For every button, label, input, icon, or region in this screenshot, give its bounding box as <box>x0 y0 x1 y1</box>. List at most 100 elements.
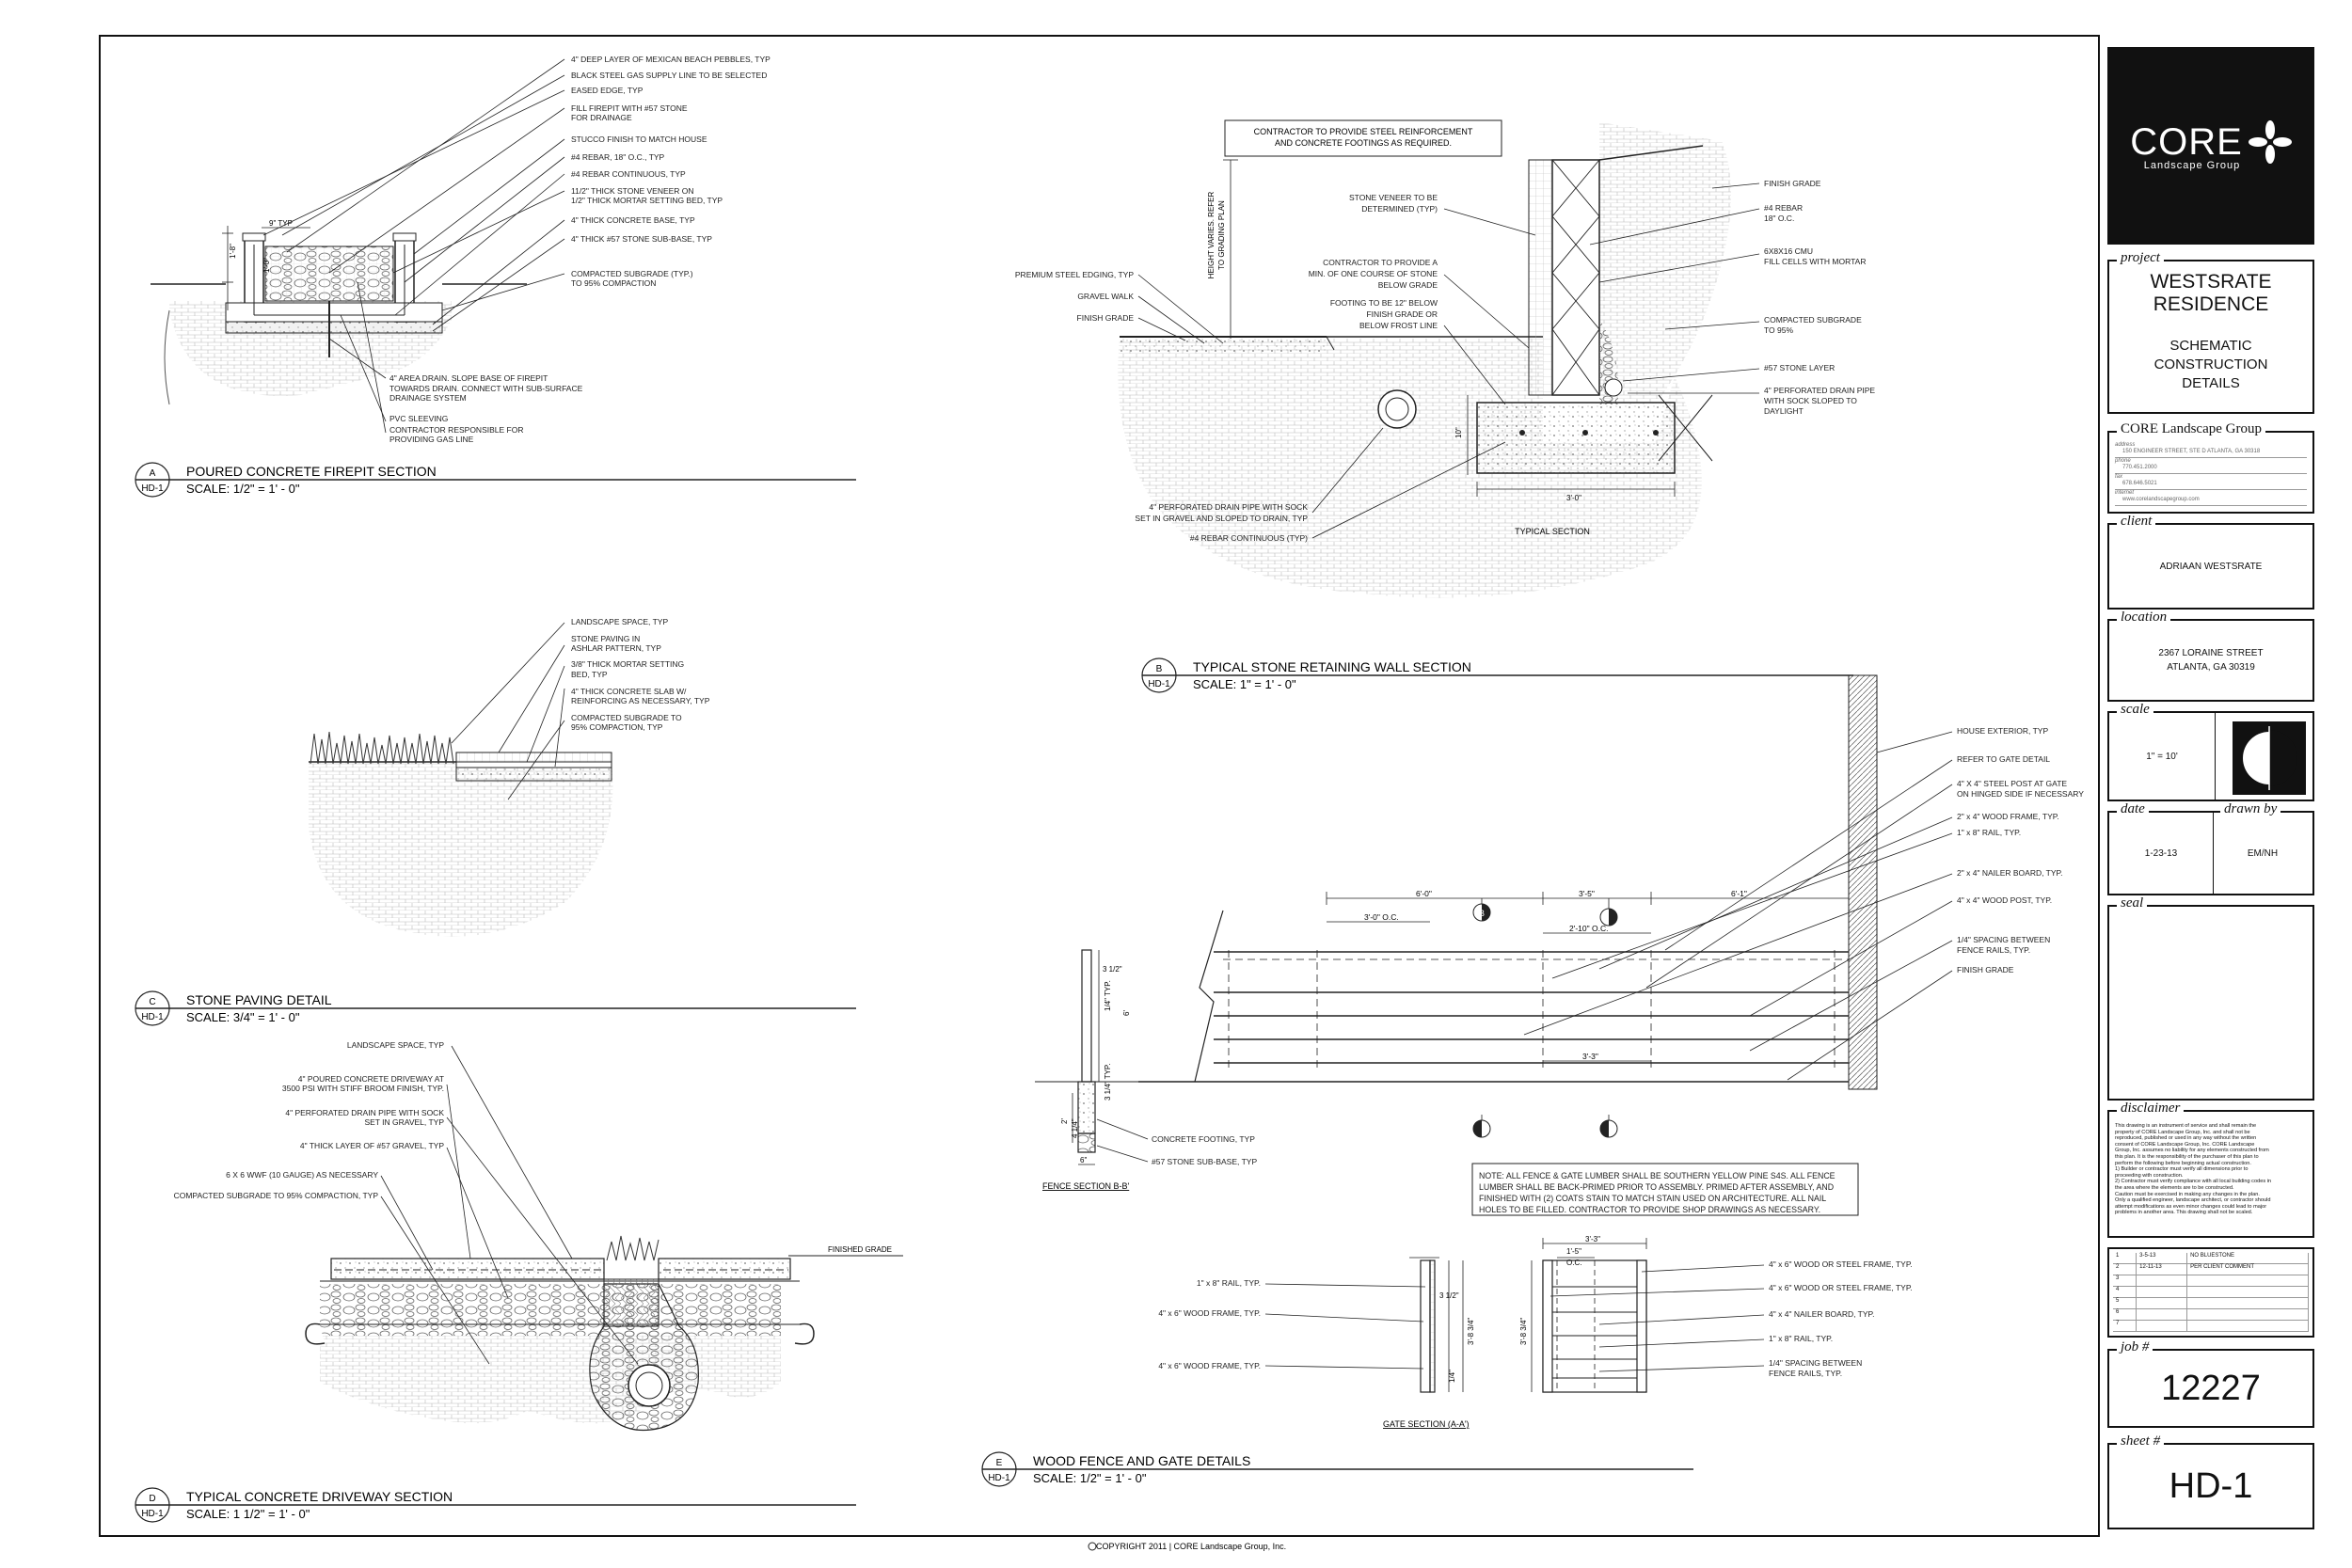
disclaimer-line: this plan. It is the responsibility of t… <box>2115 1153 2259 1160</box>
revision-date <box>2137 1275 2188 1286</box>
disclaimer-line: problems in another area. This drawing s… <box>2115 1210 2253 1216</box>
wall-mid-note: BELOW FROST LINE <box>1359 321 1438 330</box>
fence-sec-dim-2: 1/4" TYP. <box>1104 980 1112 1011</box>
gate-right-note: 4" x 6" WOOD OR STEEL FRAME, TYP. <box>1769 1259 1913 1269</box>
logo-sub: Landscape Group <box>2143 160 2241 171</box>
location-label: location <box>2117 610 2171 626</box>
firepit-dim-h2: 1'-0" <box>262 258 271 273</box>
detail-title: TYPICAL STONE RETAINING WALL SECTION <box>1193 659 1471 674</box>
paving-note: 4" THICK CONCRETE SLAB W/ <box>571 687 687 696</box>
revision-n: 2 <box>2113 1264 2137 1275</box>
fence-right-note: 1" x 8" RAIL, TYP. <box>1957 828 2021 837</box>
wall-left-note: GRAVEL WALK <box>1077 292 1134 301</box>
wall-right-note: FINISH GRADE <box>1764 179 1821 188</box>
firm-row-value: 770.451.2000 <box>2122 465 2157 470</box>
wall-right-note: WITH SOCK SLOPED TO <box>1764 396 1857 405</box>
driveway-note: 4" PERFORATED DRAIN PIPE WITH SOCK <box>285 1108 444 1117</box>
detail-scale: SCALE: 1/2" = 1' - 0" <box>186 482 300 496</box>
fence-footing-note: CONCRETE FOOTING, TYP <box>1152 1134 1255 1144</box>
sheet-label: sheet # <box>2117 1433 2165 1449</box>
seal-label: seal <box>2117 895 2148 911</box>
drawing-title-3: DETAILS <box>2182 375 2240 391</box>
revision-date <box>2137 1309 2188 1320</box>
copyright: COPYRIGHT 2011 | CORE Landscape Group, I… <box>1096 1542 1286 1551</box>
detail-d-driveway: FINISHED GRADE LANDSCAPE SPACE, TYP 4" PO… <box>174 1040 903 1432</box>
scale-panel: scale 1" = 10' <box>2107 702 2314 801</box>
scale-value: 1" = 10' <box>2146 751 2178 762</box>
paving-note: LANDSCAPE SPACE, TYP <box>571 617 668 626</box>
location-1: 2367 LORAINE STREET <box>2158 648 2264 658</box>
gate-right-note: 1/4" SPACING BETWEEN <box>1769 1358 1862 1368</box>
disclaimer-line: attempt modifications as even minor chan… <box>2115 1203 2267 1210</box>
wall-right-note: COMPACTED SUBGRADE <box>1764 315 1862 325</box>
firepit-note: COMPACTED SUBGRADE (TYP.) <box>571 269 693 278</box>
driveway-note: SET IN GRAVEL, TYP <box>364 1117 444 1127</box>
revision-desc: NO BLUESTONE <box>2187 1253 2309 1263</box>
job-number: 12227 <box>2161 1368 2261 1408</box>
revision-row: 6 <box>2113 1309 2309 1321</box>
firepit-dim-h1: 1'-8" <box>229 244 237 259</box>
wall-mid-note: MIN. OF ONE COURSE OF STONE <box>1309 269 1438 278</box>
firm-row-key: fax <box>2115 474 2123 480</box>
fence-general-note: FINISHED WITH (2) COATS STAIN TO MATCH S… <box>1479 1194 1826 1203</box>
gate-right-note: FENCE RAILS, TYP. <box>1769 1369 1842 1378</box>
gate-right-note: 4" x 4" NAILER BOARD, TYP. <box>1769 1309 1874 1319</box>
fence-dim-1: 6'-0" <box>1416 889 1432 898</box>
section-marker-b: B <box>1472 903 1618 1138</box>
date-value: 1-23-13 <box>2144 847 2178 859</box>
fence-dim-3: 3'-5" <box>1579 889 1595 898</box>
sheet-panel: sheet # HD-1 <box>2107 1433 2314 1529</box>
detail-scale: SCALE: 1/2" = 1' - 0" <box>1033 1471 1147 1485</box>
disclaimer-line: proceeding with construction. <box>2115 1172 2184 1179</box>
disclaimer-line: 1) Builder or contractor must verify all… <box>2115 1166 2249 1173</box>
firepit-bottom-note: 4" AREA DRAIN. SLOPE BASE OF FIREPIT <box>389 373 548 383</box>
detail-scale: SCALE: 1" = 1' - 0" <box>1193 677 1296 691</box>
paving-note: BED, TYP <box>571 670 608 679</box>
fence-general-note: NOTE: ALL FENCE & GATE LUMBER SHALL BE S… <box>1479 1171 1836 1180</box>
disclaimer-line: reproduced, published or used in any way… <box>2115 1135 2257 1142</box>
wall-bottom-note: 4" PERFORATED DRAIN PIPE WITH SOCK <box>1149 502 1308 512</box>
wall-typical-section: TYPICAL SECTION <box>1515 527 1590 536</box>
sheet-number: HD-1 <box>2169 1465 2253 1506</box>
fence-sec-dim-3: 3 1/4" TYP. <box>1104 1064 1112 1101</box>
gate-dim-3: O.C. <box>1566 1259 1581 1267</box>
driveway-note: 4" POURED CONCRETE DRIVEWAY AT <box>298 1074 444 1084</box>
client-label: client <box>2117 514 2156 530</box>
drawn-value: EM/NH <box>2247 847 2279 859</box>
wall-bottom-note: #4 REBAR CONTINUOUS (TYP) <box>1190 533 1308 543</box>
wall-dim-h: 10" <box>1454 427 1463 438</box>
driveway-note: COMPACTED SUBGRADE TO 95% COMPACTION, TY… <box>174 1191 379 1200</box>
paving-note: STONE PAVING IN <box>571 634 640 643</box>
location-panel: location 2367 LORAINE STREET ATLANTA, GA… <box>2107 610 2314 702</box>
firepit-bottom-note: PVC SLEEVING <box>389 414 448 423</box>
disclaimer-line: perform the following before beginning a… <box>2115 1160 2251 1166</box>
wall-mid-note: FOOTING TO BE 12" BELOW <box>1330 298 1438 308</box>
firepit-note: 4" DEEP LAYER OF MEXICAN BEACH PEBBLES, … <box>571 55 771 64</box>
fence-right-note: 2" x 4" NAILER BOARD, TYP. <box>1957 868 2062 878</box>
gate-dim-4: 3 1/2" <box>1439 1291 1459 1300</box>
fence-right-note: REFER TO GATE DETAIL <box>1957 754 2050 764</box>
driveway-note: LANDSCAPE SPACE, TYP <box>347 1040 444 1050</box>
project-panel: project WESTSRATE RESIDENCE SCHEMATIC CO… <box>2107 250 2314 414</box>
fence-sec-dim-4: 6' <box>1122 1010 1131 1016</box>
firm-label: CORE Landscape Group <box>2117 421 2265 437</box>
gate-dim-6: 3'-8 3/4" <box>1519 1318 1528 1345</box>
revision-row: 7 <box>2113 1321 2309 1332</box>
driveway-note: 3500 PSI WITH STIFF BROOM FINISH, TYP. <box>282 1084 444 1093</box>
driveway-finished-grade: FINISHED GRADE <box>828 1245 892 1254</box>
revision-row: 3 <box>2113 1275 2309 1287</box>
gate-section-label: GATE SECTION (A-A') <box>1383 1419 1470 1429</box>
firm-row-key: phone <box>2115 458 2131 464</box>
date-drawn-panel: date drawn by 1-23-13 EM/NH <box>2107 801 2314 895</box>
paving-note: 3/8" THICK MORTAR SETTING <box>571 659 684 669</box>
project-name-1: WESTSRATE <box>2150 271 2272 293</box>
wall-right-note: #57 STONE LAYER <box>1764 363 1835 372</box>
disclaimer-panel: disclaimer This drawing is an instrument… <box>2107 1101 2314 1238</box>
fence-right-note: 2" x 4" WOOD FRAME, TYP. <box>1957 812 2059 821</box>
disclaimer-label: disclaimer <box>2117 1101 2185 1117</box>
